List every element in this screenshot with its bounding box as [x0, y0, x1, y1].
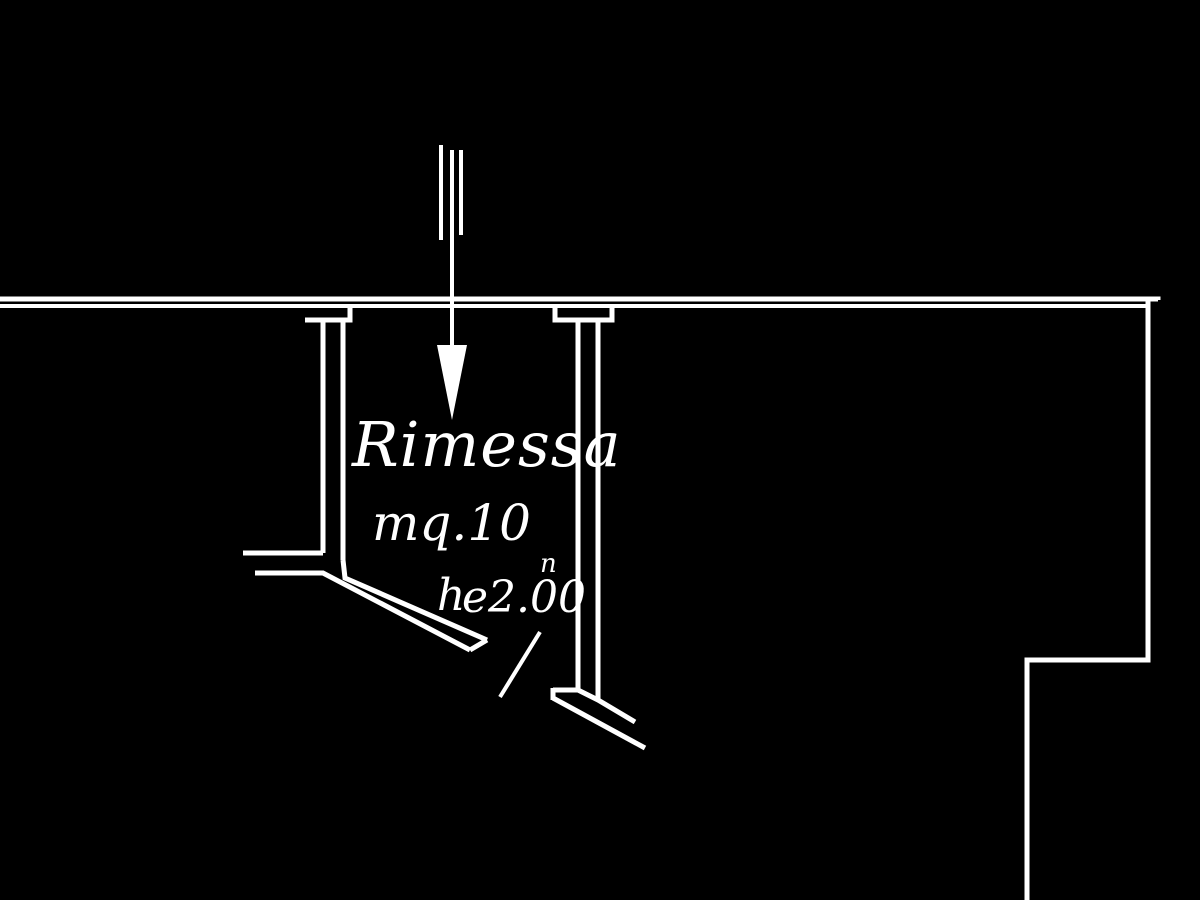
right-lower-wall [553, 687, 637, 725]
door-swing-line [498, 630, 542, 699]
room-height-label: e2.00 [462, 572, 586, 623]
room-name-label: Rimessa [351, 408, 622, 481]
right-wall-outline [1024, 299, 1151, 900]
left-door-jamb [468, 637, 489, 653]
right-lower-wall-outer [551, 695, 647, 751]
left-partition-cap [305, 306, 353, 323]
room-area-label: mq.10 [372, 494, 531, 552]
entry-arrow-icon [437, 145, 467, 420]
left-lower-wall [255, 570, 472, 653]
exterior-wall [0, 296, 1161, 900]
right-partition [550, 306, 647, 751]
room-height-superscript: n [540, 549, 557, 579]
left-lower-wall-inner [340, 559, 489, 643]
room-height-prefix: h [437, 570, 465, 621]
left-partition [243, 306, 489, 653]
right-partition-cap [552, 306, 615, 323]
exterior-wall-outline [0, 296, 1161, 302]
arrow-head [437, 345, 467, 420]
